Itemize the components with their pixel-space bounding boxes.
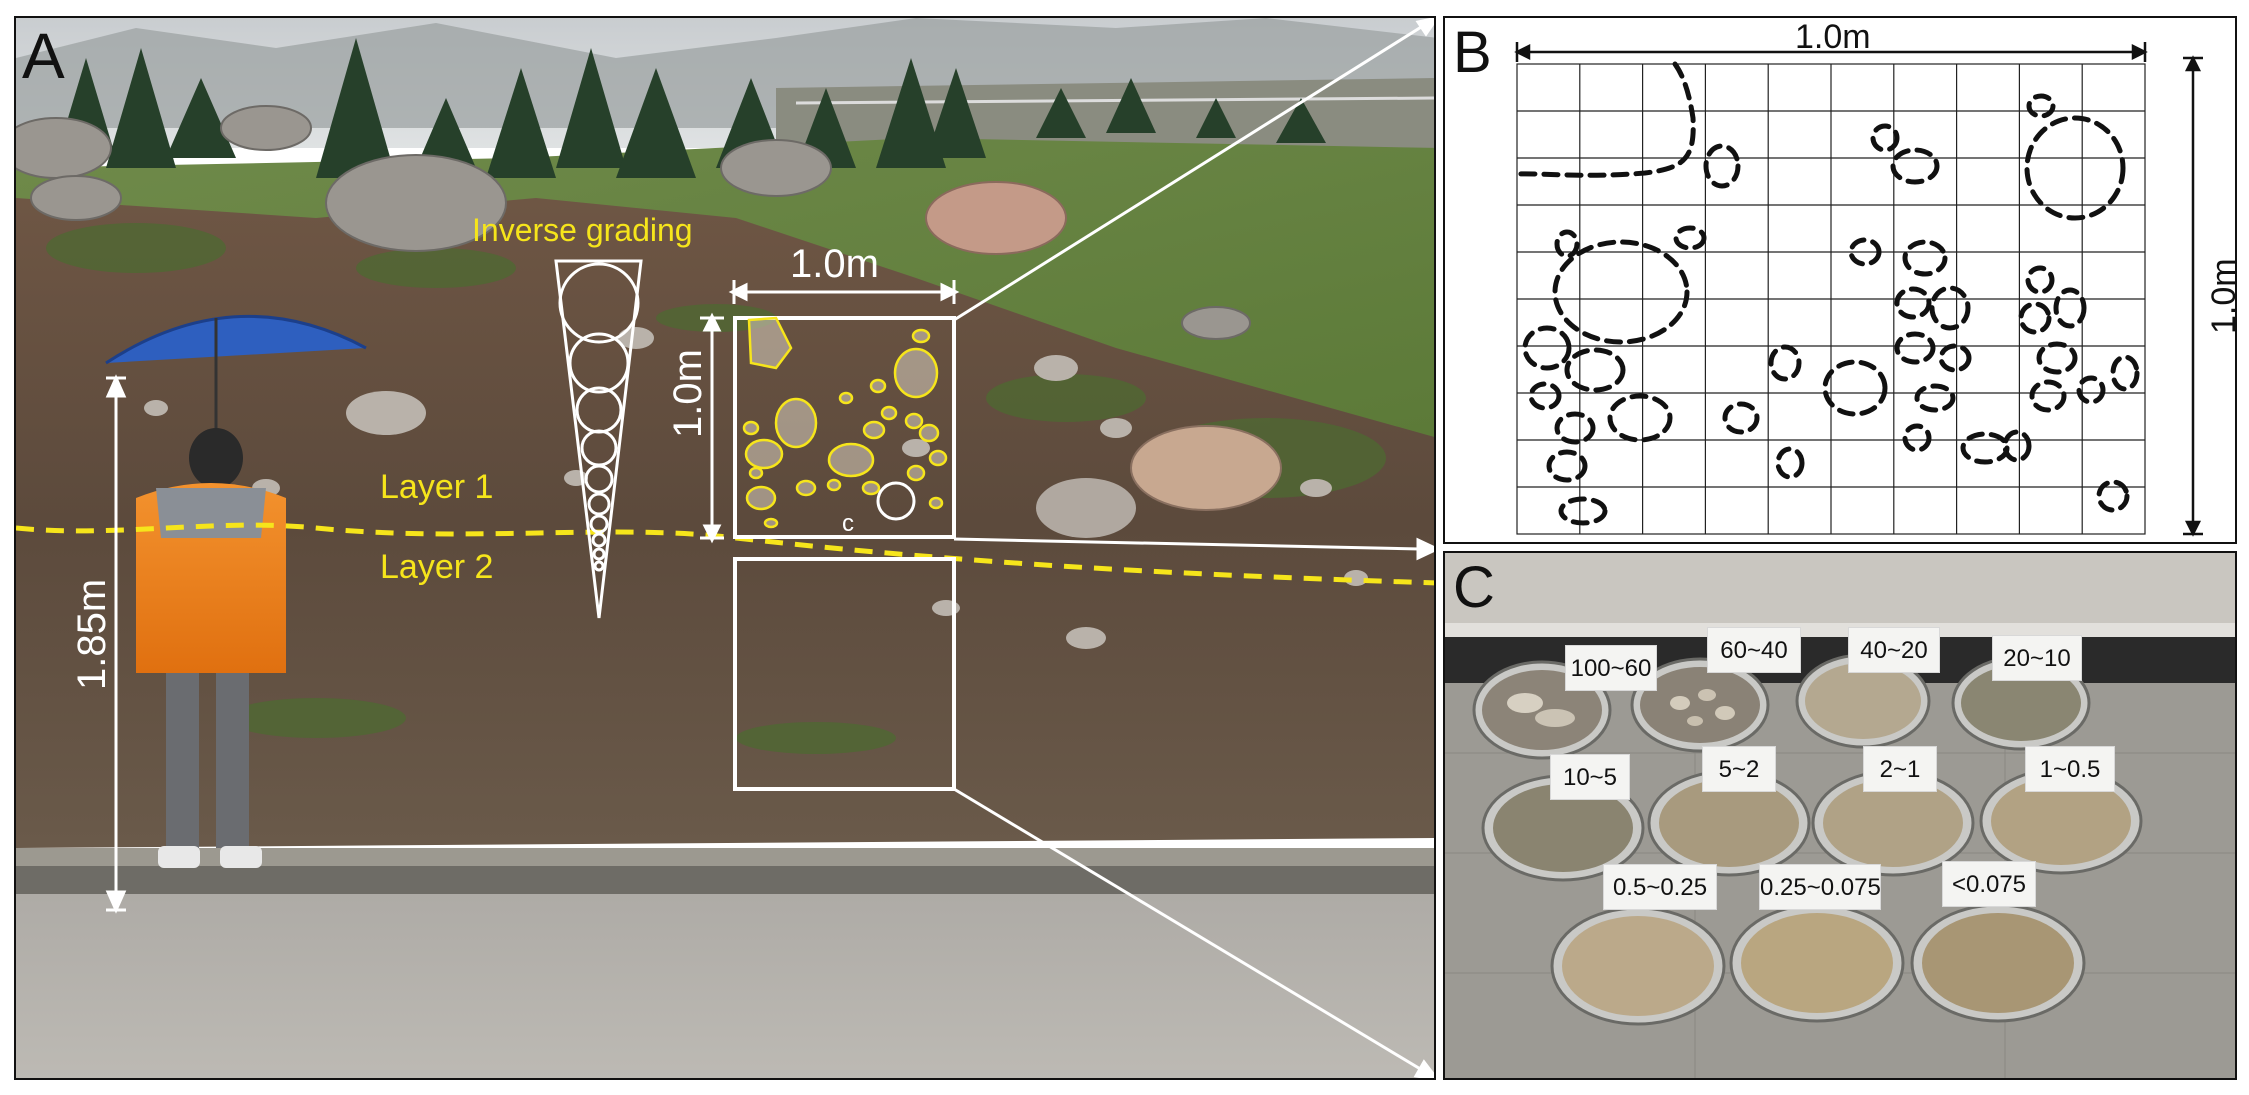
sketch-width-label: 1.0m: [1795, 18, 1871, 56]
sieve-label-5-2: 5~2: [1702, 746, 1776, 792]
frame-width-dimension: [728, 280, 960, 304]
upper-sampling-frame: [733, 316, 956, 539]
sieve-label-0.25-0.075: 0.25~0.075: [1759, 864, 1881, 910]
sketch-height-label: 1.0m: [2205, 258, 2237, 334]
layer-1-label: Layer 1: [380, 468, 494, 506]
sieve-tray-row-3: [1550, 903, 2086, 1026]
person-height-dimension: [105, 374, 127, 914]
layer-boundary-line: [16, 522, 1434, 586]
sample-circle-marker: [876, 481, 916, 521]
layer-2-label: Layer 2: [380, 548, 494, 586]
frame-width-label: 1.0m: [790, 242, 879, 286]
inverse-grading-label: Inverse grading: [472, 212, 693, 248]
sieve-label-20-10: 20~10: [1992, 635, 2082, 681]
sketch-height-dimension: [2183, 55, 2203, 537]
circle-marker-label: c: [842, 510, 854, 537]
panel-c-sieve-trays: C 100~60 60~40 40~20 20~10 10~5 5~2 2~1 …: [1443, 551, 2237, 1080]
person-height-label: 1.85m: [70, 578, 114, 690]
panel-b-label: B: [1453, 20, 1492, 85]
frame-height-dimension: [700, 312, 724, 544]
lower-sampling-frame: [733, 557, 956, 791]
sieve-tray-row-2: [1481, 767, 2143, 882]
sketch-width-dimension: [1514, 42, 2148, 62]
sieve-label-1-0.5: 1~0.5: [2025, 746, 2115, 792]
sieve-label-100-60: 100~60: [1565, 645, 1657, 691]
connector-arrows: [953, 18, 1434, 1078]
panel-b-clast-sketch: B 1.0m 1.0m: [1443, 16, 2237, 544]
frame-height-label: 1.0m: [666, 349, 710, 438]
sieve-trays-photo: [1445, 553, 2235, 1078]
sieve-label-40-20: 40~20: [1848, 627, 1940, 673]
sieve-label-0.5-0.25: 0.5~0.25: [1603, 864, 1717, 910]
outlined-clasts: [742, 316, 948, 529]
person-with-umbrella: [105, 314, 367, 868]
sieve-label-60-40: 60~40: [1707, 627, 1801, 673]
sieve-label-2-1: 2~1: [1863, 746, 1937, 792]
panel-a-label: A: [22, 20, 65, 92]
panel-a-field-photo: A Inverse grading 1.0m 1.0m Layer 1 Laye…: [14, 16, 1436, 1080]
clast-outlines: [1514, 61, 2140, 526]
sieve-label-10-5: 10~5: [1550, 754, 1630, 800]
field-photo-illustration: [16, 18, 1434, 1078]
sketch-grid: [1516, 63, 2146, 535]
clast-grid-sketch: [1514, 42, 2203, 537]
inverse-grading-cone: [554, 259, 643, 619]
sieve-label-lt-0.075: <0.075: [1942, 861, 2036, 907]
panel-c-label: C: [1453, 555, 1495, 620]
